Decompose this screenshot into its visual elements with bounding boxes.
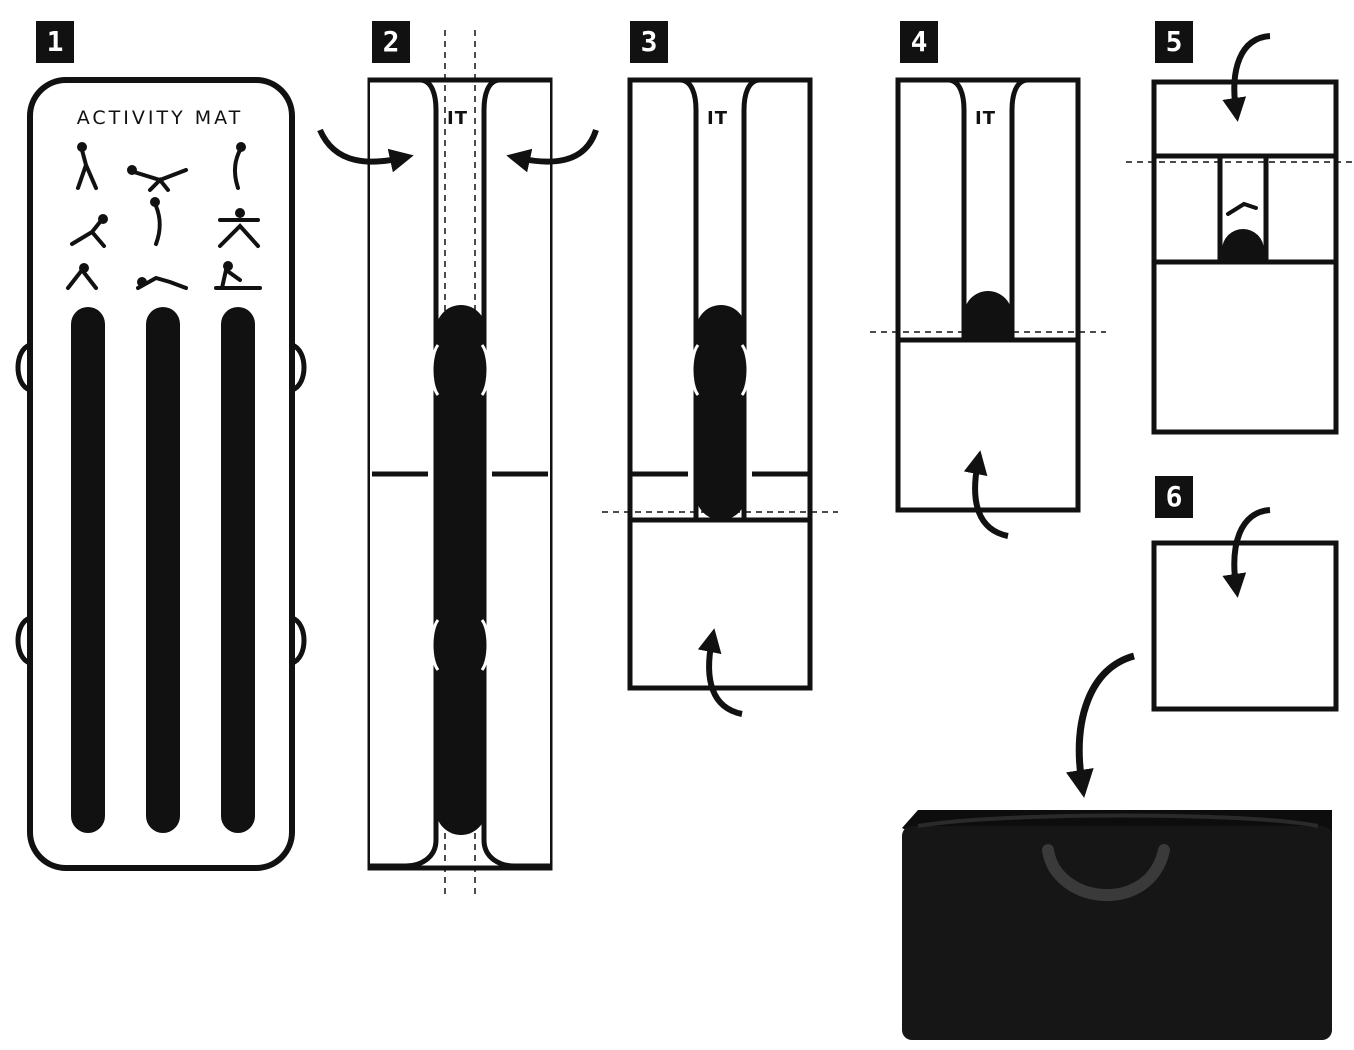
step-2-mat [317, 30, 599, 898]
step-5-mat [1126, 33, 1354, 435]
step-4-label: 4 [900, 21, 938, 63]
yoga-pose-icon [66, 142, 262, 290]
step-2-label: 2 [372, 21, 410, 63]
carry-bag-icon [902, 810, 1332, 1040]
fold-arrow-icon [1066, 652, 1136, 798]
fold-arrow-icon [697, 628, 743, 717]
step-5-label: 5 [1155, 21, 1193, 63]
step-3-mat [602, 77, 838, 717]
step-1-label: 1 [36, 21, 74, 63]
fold-arrow-icon [317, 128, 414, 173]
mat-title: ACTIVITY MAT [76, 107, 244, 129]
mat-title-fragment: IT [975, 108, 996, 129]
fold-arrow-icon [1222, 507, 1271, 598]
step-1-mat [15, 77, 307, 871]
yoga-pose-icon [1226, 201, 1258, 216]
step-3-label: 3 [630, 21, 668, 63]
step-4-mat [870, 77, 1106, 539]
fold-arrow-icon [963, 450, 1009, 539]
fold-arrow-icon [1222, 33, 1271, 122]
fold-arrow-icon [506, 128, 599, 173]
step-6-mat [1066, 507, 1339, 798]
mat-title-fragment: IT [447, 108, 468, 129]
mat-title-fragment: IT [707, 108, 728, 129]
step-6-label: 6 [1155, 476, 1193, 518]
